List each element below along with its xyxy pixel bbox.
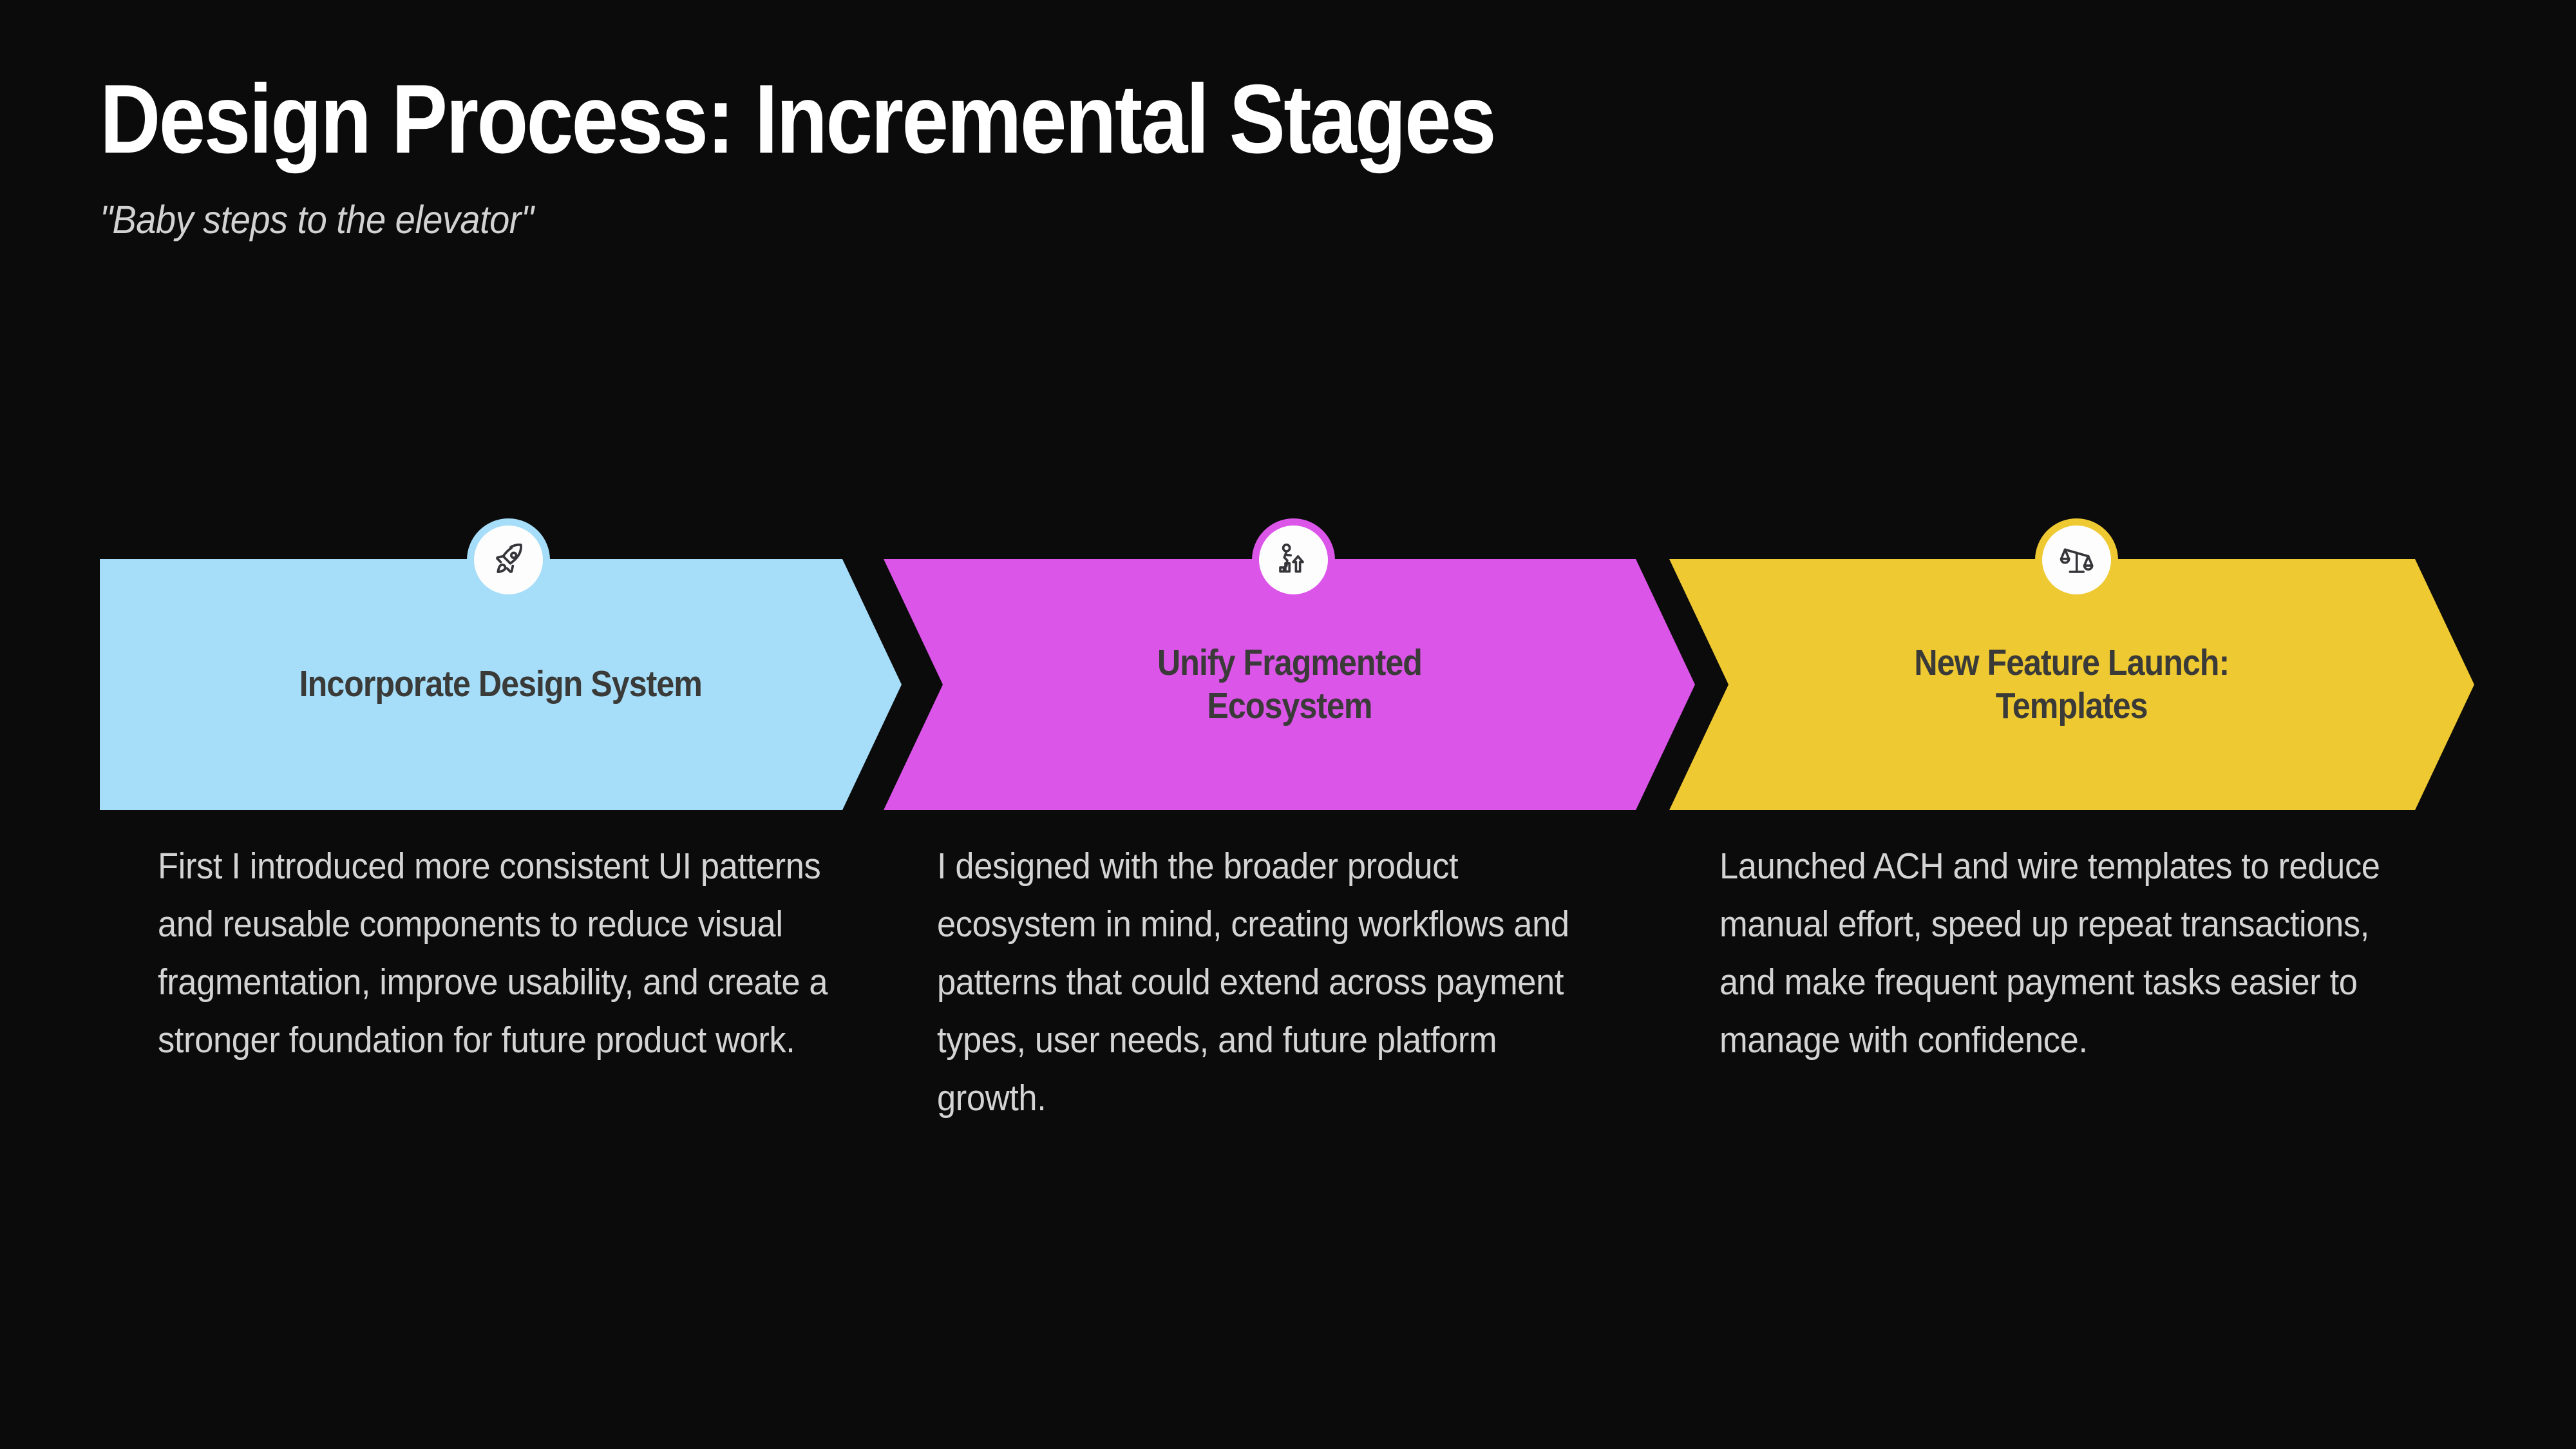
- stage-description-3: Launched ACH and wire templates to reduc…: [1719, 846, 2380, 1061]
- stage-chevron-shape-2: Unify Fragmented Ecosystem: [884, 559, 1695, 810]
- stage-badge-1[interactable]: [474, 526, 543, 594]
- stage-chevron-shape-3: New Feature Launch: Templates: [1669, 559, 2474, 810]
- stage-label-3: New Feature Launch: Templates: [1914, 641, 2230, 726]
- header: Design Process: Incremental Stages "Baby…: [100, 64, 2289, 242]
- stage-description-1: First I introduced more consistent UI pa…: [158, 846, 828, 1061]
- page-title: Design Process: Incremental Stages: [100, 64, 1497, 174]
- stage-chevron-1[interactable]: Incorporate Design System: [100, 559, 902, 810]
- process-chevron-row: Incorporate Design System Unify Fragment…: [0, 526, 2576, 810]
- stage-chevron-shape-1: Incorporate Design System: [100, 559, 902, 810]
- stage-label-2: Unify Fragmented Ecosystem: [1157, 641, 1422, 726]
- stage-badge-2[interactable]: [1259, 526, 1328, 594]
- scales-balance-icon: [2058, 542, 2096, 579]
- stage-description-2: I designed with the broader product ecos…: [937, 846, 1569, 1119]
- stage-label-1: Incorporate Design System: [299, 663, 703, 705]
- growth-person-icon: [1275, 542, 1312, 579]
- rocket-icon: [490, 542, 527, 579]
- stage-chevron-2[interactable]: Unify Fragmented Ecosystem: [884, 559, 1695, 810]
- page-subtitle: "Baby steps to the elevator": [100, 198, 534, 242]
- stage-chevron-3[interactable]: New Feature Launch: Templates: [1669, 559, 2474, 810]
- stage-badge-3[interactable]: [2042, 526, 2111, 594]
